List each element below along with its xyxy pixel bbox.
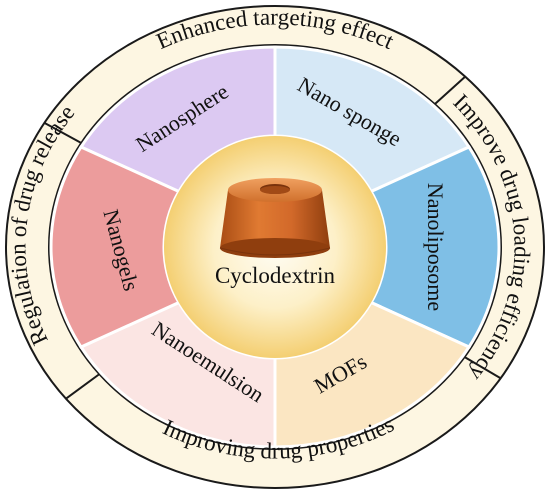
segment-label-nanoliposome: Nanoliposome [423, 183, 448, 311]
cyclodextrin-cup-icon [219, 178, 331, 258]
outer-ring-dividers [43, 75, 502, 400]
ring-divider [65, 373, 100, 400]
ring-divider [464, 356, 502, 380]
ring-divider [43, 121, 82, 144]
ring-divider [434, 75, 466, 105]
center-label: Cyclodextrin [215, 263, 336, 288]
